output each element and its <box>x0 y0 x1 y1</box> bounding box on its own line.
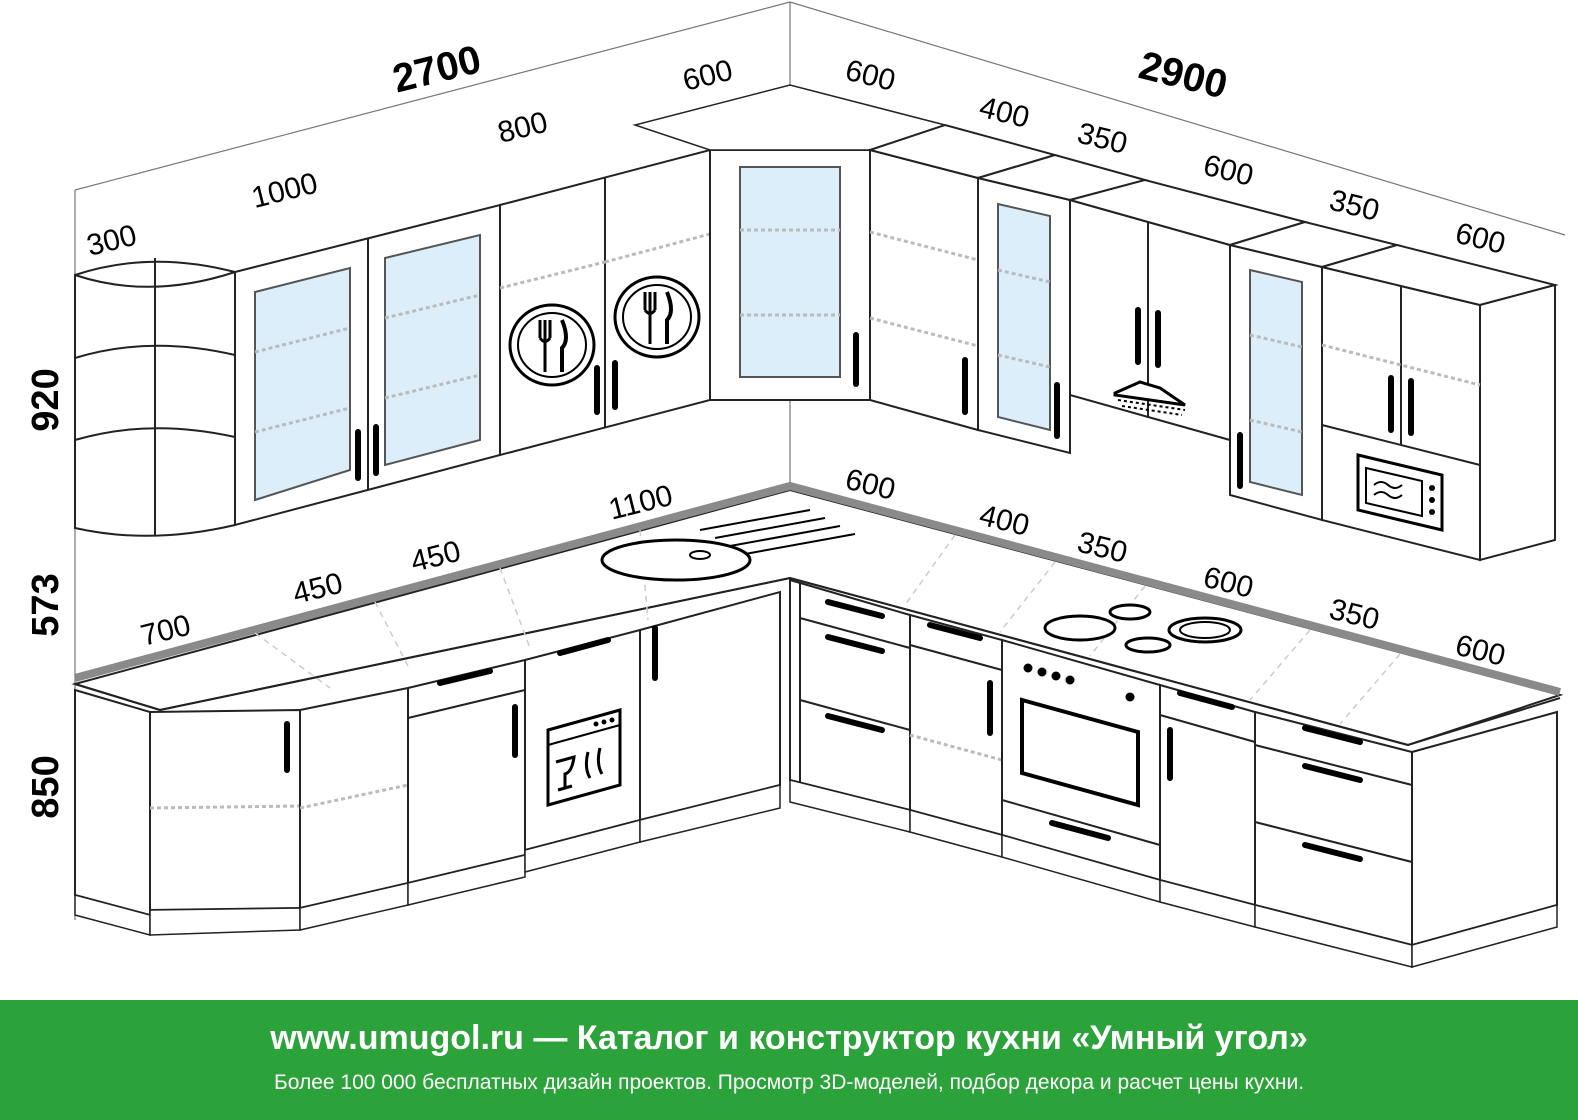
drawer-handle <box>927 622 983 641</box>
countertop <box>71 481 1564 747</box>
kitchen-diagram: 2700 2900 300 1000 800 600 600 400 350 6… <box>25 1 1566 968</box>
oven-icon <box>1020 663 1140 808</box>
lower-cabinet-350 <box>1159 683 1256 928</box>
dim-upper-right-2: 400 <box>976 91 1033 135</box>
dim-upper-left-1: 300 <box>83 219 140 263</box>
dim-upper-right-6: 600 <box>1452 217 1509 261</box>
dim-upper-left-4: 600 <box>679 54 736 98</box>
range-hood-icon <box>1113 380 1186 416</box>
upper-open-shelf <box>74 258 236 537</box>
dim-height-upper: 920 <box>25 368 67 431</box>
footer-banner: www.umugol.ru — Каталог и конструктор ку… <box>0 1000 1578 1120</box>
drawer-handle <box>557 637 611 656</box>
plate-cutlery-icon <box>508 303 596 387</box>
lower-cabinet-450 <box>299 686 409 931</box>
upper-microwave-cabinet-600 <box>1318 243 1559 562</box>
upper-cabinet-600 <box>866 123 1059 432</box>
lower-dishwasher-cabinet <box>524 628 641 873</box>
drawer-handle <box>1177 690 1235 710</box>
drawer-handle <box>1302 725 1363 745</box>
lower-drawer-cabinet-450 <box>407 658 526 906</box>
lower-drawer-cabinet-600-end <box>1254 710 1558 968</box>
drawer-handle <box>1302 763 1363 783</box>
upper-cabinet-800 <box>499 148 711 457</box>
drawer-handle <box>437 668 493 686</box>
lower-corner-open-cabinet <box>74 688 151 936</box>
dishwasher-icon <box>546 708 622 807</box>
upper-glass-cabinet-350 <box>1226 220 1401 522</box>
dim-upper-left-3: 800 <box>494 106 551 150</box>
kitchen-drawing: 2700 2900 300 1000 800 600 600 400 350 6… <box>25 1 1566 968</box>
drawer-handle <box>1049 820 1111 841</box>
banner-subline: Более 100 000 бесплатных дизайн проектов… <box>273 1071 1305 1094</box>
dim-upper-right-3: 350 <box>1074 117 1131 161</box>
upper-glass-cabinet-1000 <box>234 203 501 527</box>
lower-cabinet-400 <box>909 613 1003 858</box>
drawer-handle <box>825 713 885 733</box>
banner-headline: www.umugol.ru — Каталог и конструктор ку… <box>270 1019 1308 1057</box>
drawer-handle <box>1302 842 1363 862</box>
upper-hood-cabinet-350-600 <box>1066 178 1309 442</box>
lower-corner-cabinet-700 <box>149 708 312 936</box>
microwave-icon <box>1356 453 1444 532</box>
lower-oven-cabinet-600 <box>1001 638 1161 903</box>
sink-icon <box>600 509 856 582</box>
dim-height-lower: 850 <box>25 755 67 818</box>
dim-upper-right-5: 350 <box>1326 184 1383 228</box>
drawer-handle <box>825 599 885 619</box>
dim-upper-left-2: 1000 <box>248 167 321 215</box>
upper-corner-glass-cabinet-600 <box>632 84 948 401</box>
dim-upper-right-1: 600 <box>842 54 899 98</box>
dim-height-backsplash: 573 <box>25 573 67 636</box>
plate-cutlery-icon <box>613 275 701 359</box>
upper-glass-cabinet-400 <box>974 153 1149 455</box>
drawer-handle <box>825 634 885 654</box>
lower-cabinet-1100 <box>639 590 781 843</box>
dim-upper-right-4: 600 <box>1200 149 1257 193</box>
lower-drawer-cabinet-600 <box>789 578 911 833</box>
dim-left-wall-total: 2700 <box>388 37 485 101</box>
cooktop-icon <box>1043 603 1243 654</box>
dim-right-wall-total: 2900 <box>1135 43 1232 107</box>
